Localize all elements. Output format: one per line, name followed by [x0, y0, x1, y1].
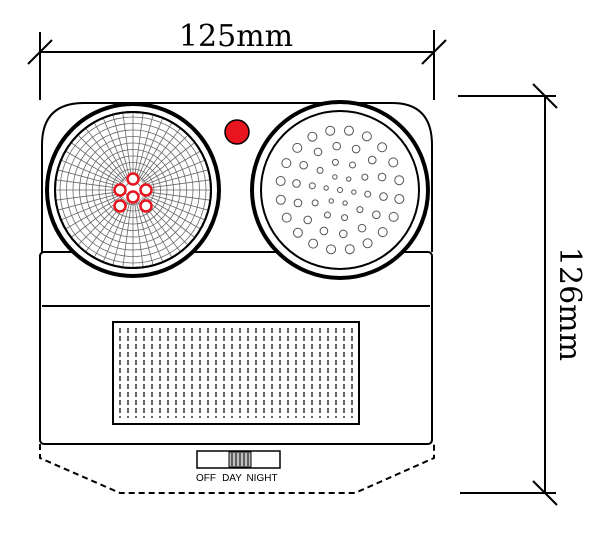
- infrared-led: [126, 190, 140, 204]
- switch-label-off: OFF: [196, 473, 216, 484]
- switch-label-day: DAY: [222, 473, 242, 484]
- width-label: 125mm: [179, 19, 293, 54]
- infrared-led: [139, 199, 153, 213]
- infrared-led: [113, 199, 127, 213]
- speaker-grille: [250, 100, 430, 280]
- solar-panel: [112, 321, 360, 425]
- infrared-led: [126, 172, 140, 186]
- switch-label-night: NIGHT: [246, 473, 277, 484]
- pir-sensor-lens: [45, 102, 221, 278]
- infrared-led-cluster: [113, 172, 153, 213]
- infrared-led: [139, 183, 153, 197]
- indicator-light: [224, 119, 250, 145]
- height-dimension: [458, 83, 558, 506]
- device-body: [39, 102, 435, 494]
- infrared-led: [113, 183, 127, 197]
- height-label: 126mm: [552, 247, 587, 361]
- mode-switch[interactable]: [196, 450, 281, 469]
- width-dimension: [27, 30, 447, 100]
